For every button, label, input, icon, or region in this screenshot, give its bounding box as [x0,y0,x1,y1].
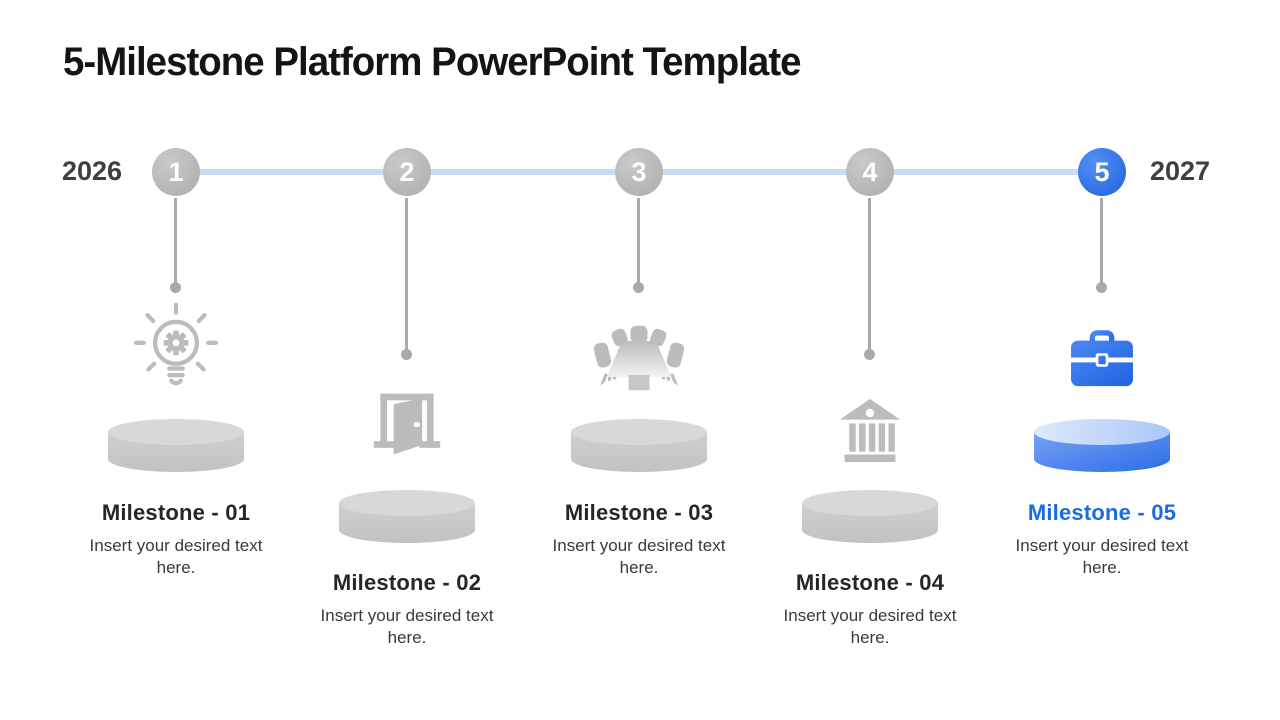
node-number: 1 [168,156,184,187]
connector-line [174,198,177,284]
node-number: 2 [399,156,415,187]
meeting-table-icon [591,322,687,400]
milestone-description: Insert your desired text here. [1015,536,1189,577]
open-door-icon [369,388,445,464]
connector-line [405,198,408,351]
platform-cylinder [106,418,246,474]
milestone-description: Insert your desired text here. [552,536,726,577]
milestone-title: Milestone - 03 [564,500,714,525]
milestone-description: Insert your desired text here. [320,606,494,647]
timeline-node-1: 1 [152,148,200,196]
end-year-label: 2027 [1150,156,1211,186]
milestone-title: Milestone - 02 [332,570,482,595]
milestone-05-group: Milestone - 05 Insert your desired text … [992,198,1212,668]
timeline-node-2: 2 [383,148,431,196]
slide-title: 5-Milestone Platform PowerPoint Template [63,40,802,84]
timeline-node-4: 4 [846,148,894,196]
bank-building-icon [834,397,906,463]
platform-cylinder [569,418,709,474]
milestone-title: Milestone - 01 [101,500,251,525]
milestone-title: Milestone - 04 [795,570,945,595]
node-number: 4 [862,156,878,187]
platform-cylinder [1032,418,1172,474]
connector-line [637,198,640,284]
milestone-04-group: Milestone - 04 Insert your desired text … [760,198,980,668]
timeline-node-3: 3 [615,148,663,196]
connector-line [868,198,871,351]
node-number: 3 [631,156,647,187]
briefcase-icon [1068,329,1136,389]
idea-bulb-gear-icon [129,301,224,396]
connector-line [1100,198,1103,284]
milestone-03-group: Milestone - 03 Insert your desired text … [529,198,749,668]
milestone-description: Insert your desired text here. [783,606,957,647]
connector-dot [401,349,412,360]
connector-dot [633,282,644,293]
timeline-node-5: 5 [1078,148,1126,196]
platform-cylinder [800,489,940,545]
milestone-02-group: Milestone - 02 Insert your desired text … [297,198,517,668]
connector-dot [170,282,181,293]
connector-dot [864,349,875,360]
connector-dot [1096,282,1107,293]
milestone-title: Milestone - 05 [1027,500,1177,525]
milestone-description: Insert your desired text here. [89,536,263,577]
platform-cylinder [337,489,477,545]
milestone-01-group: Milestone - 01 Insert your desired text … [66,198,286,668]
start-year-label: 2026 [62,156,123,186]
node-number: 5 [1094,156,1110,187]
